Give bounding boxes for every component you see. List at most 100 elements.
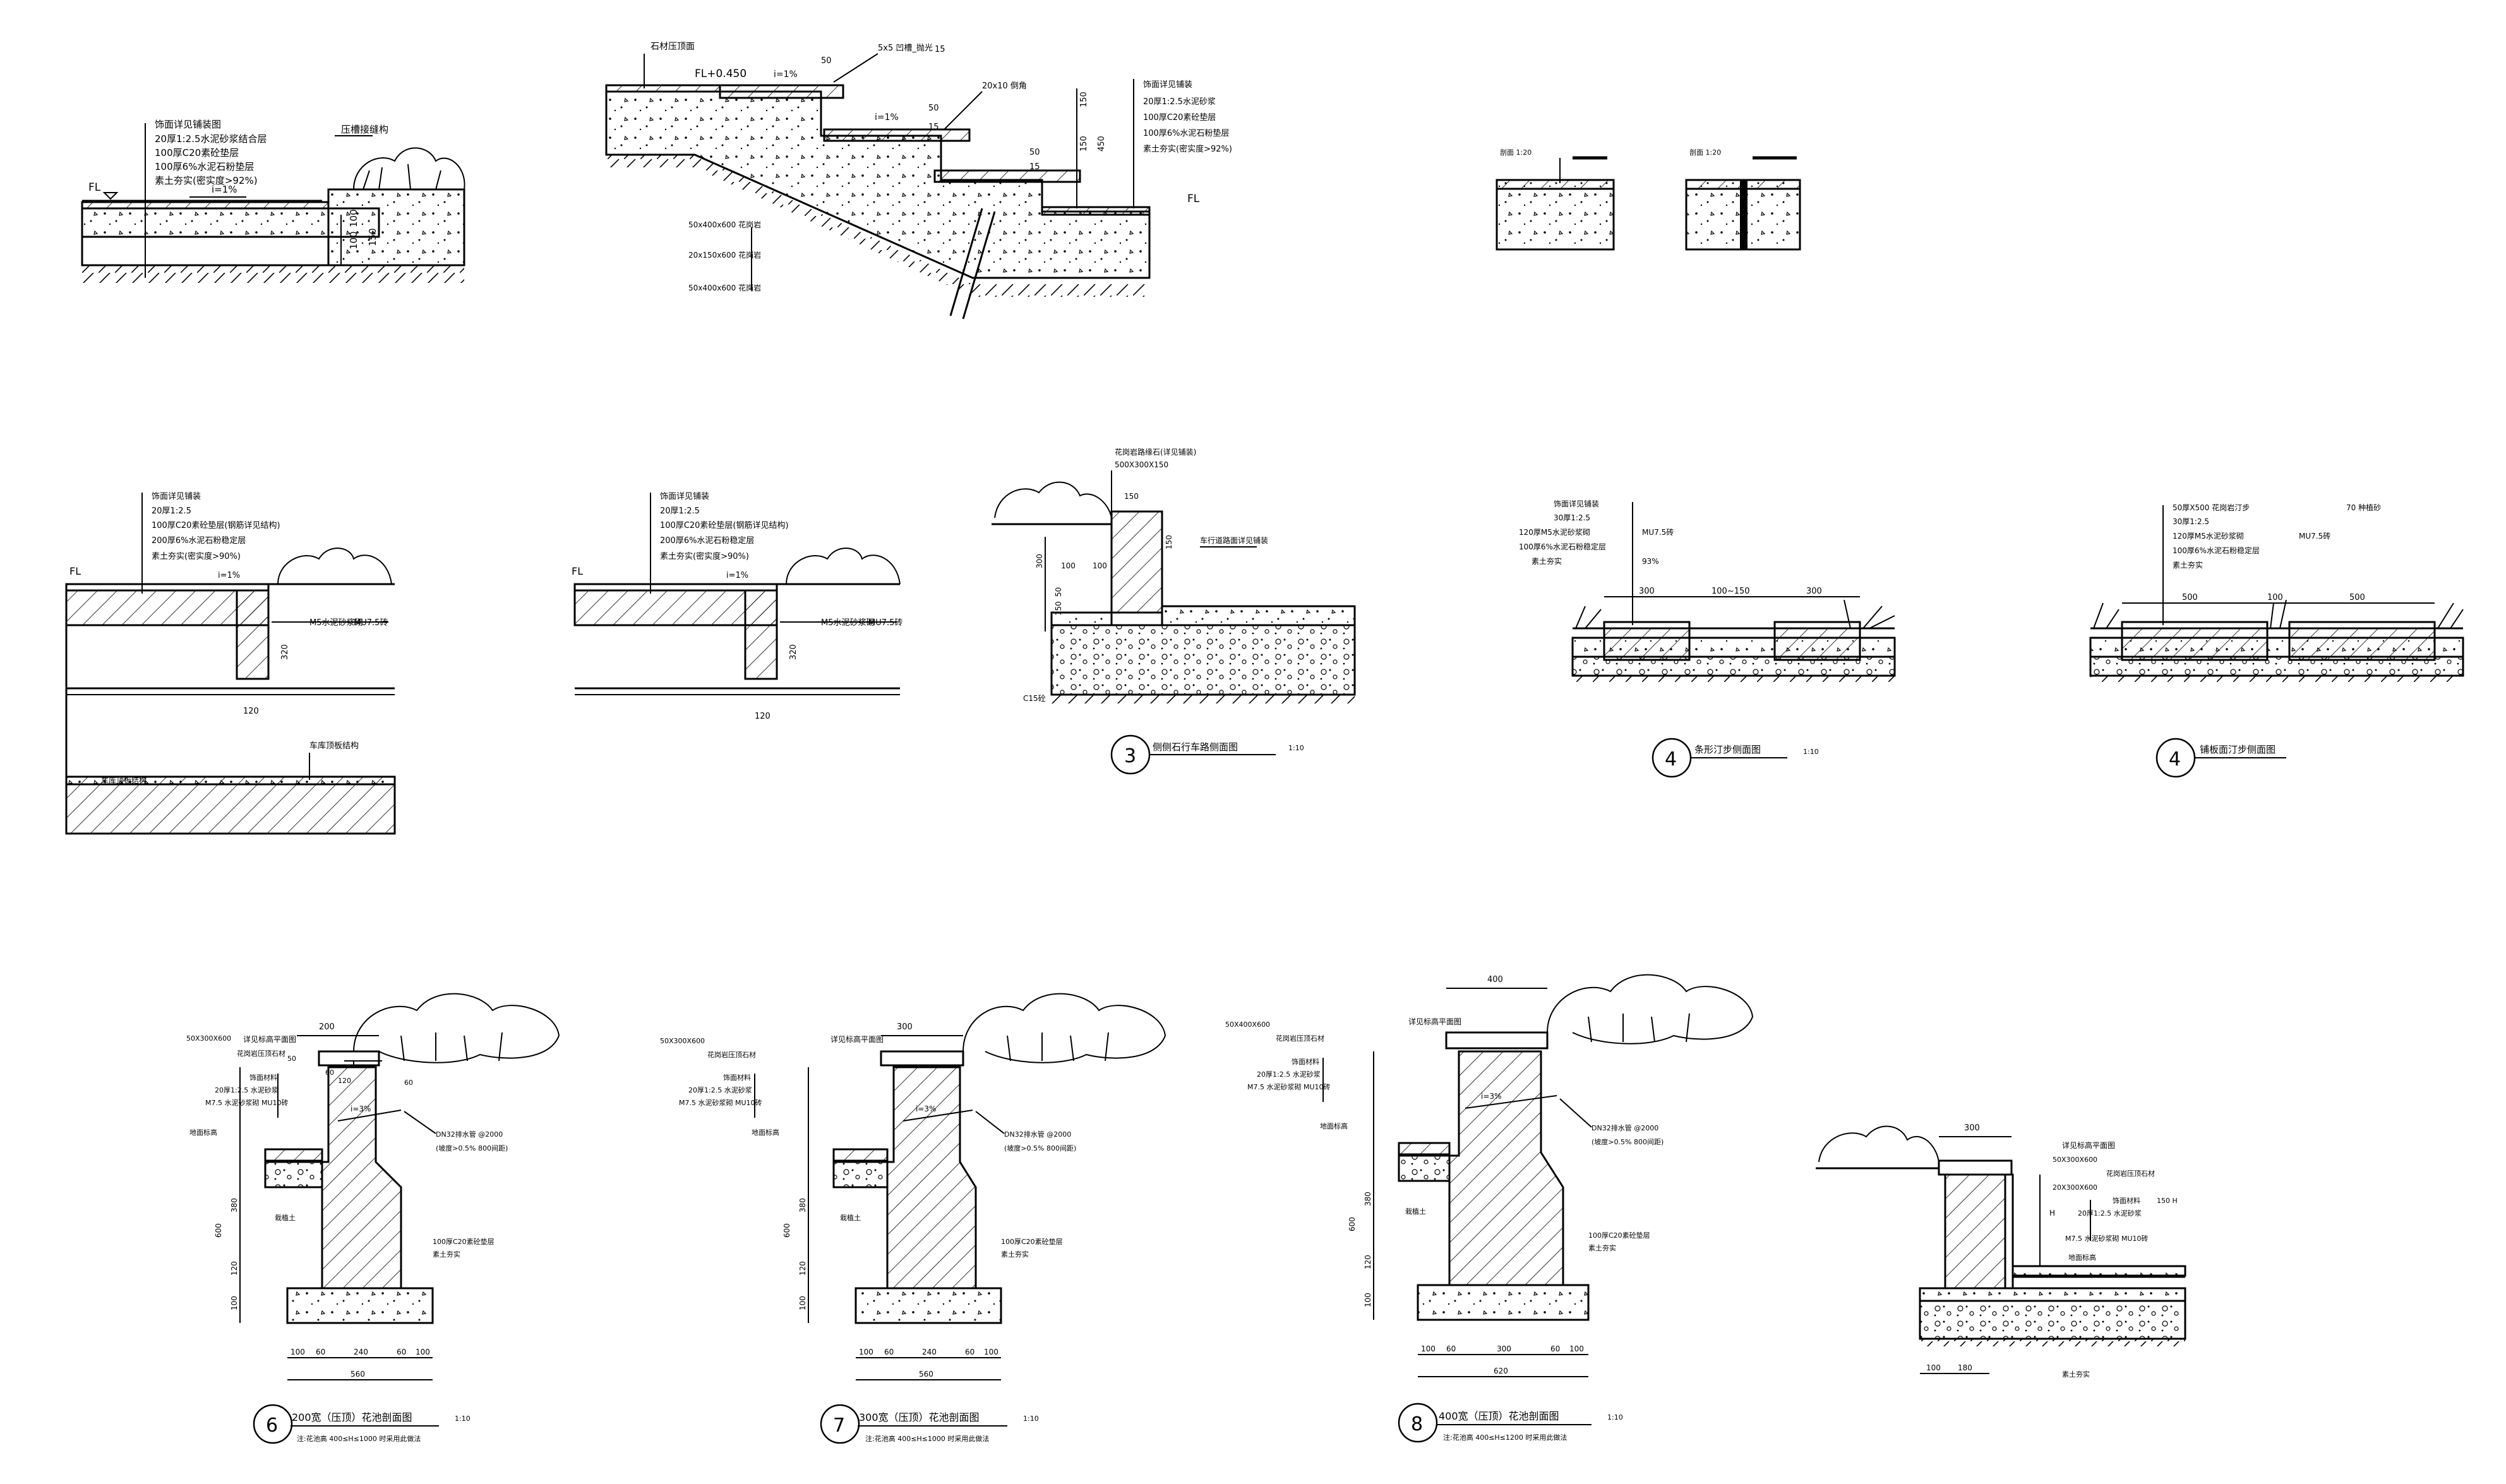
detail-stairs: 石材压顶面 FL+0.450 i=1% i=1% 50 15 5x5 凹槽_抛光… [605, 42, 1232, 320]
p6-soil: 栽植土 [275, 1213, 296, 1222]
dim-s2: 50 [1029, 148, 1040, 157]
r1-mu: MU7.5砖 [354, 618, 388, 628]
p8-db-4: 60 [1550, 1344, 1560, 1353]
s4b-dim-1: 500 [2182, 593, 2198, 602]
p7-total: 560 [919, 1370, 933, 1379]
detail-planter-300: 300 详见标高平面图 50X300X600 花岗岩压顶石材 饰面材料 20厚1… [660, 993, 1166, 1444]
s4a-note-5: 素土夯实 [1532, 556, 1562, 566]
p8-dim-v4: 100 [1364, 1293, 1372, 1307]
p6-dtop-4: 60 [404, 1079, 413, 1087]
s4b-note-4: 100厚6%水泥石粉稳定层 [2173, 546, 2260, 555]
p7-cap-note: 花岗岩压顶石材 [707, 1050, 756, 1059]
r2-dim-h: 120 [755, 712, 770, 721]
r2-note-5: 素土夯实(密实度>90%) [660, 551, 749, 561]
curb-dim-3: 100 [1093, 561, 1107, 570]
p7-db-1: 100 [859, 1348, 873, 1356]
dim-a: 100 [348, 231, 359, 249]
s4b-note-2: 30厚1:2.5 [2173, 517, 2209, 526]
p8-ground: 地面标高 [1320, 1122, 1348, 1130]
detail-stepping-strip: 饰面详见铺装 30厚1:2.5 120厚M5水泥砂浆砌 100厚6%水泥石粉稳定… [1519, 499, 1896, 778]
fl-label: FL [88, 181, 101, 194]
s4b-mu: MU7.5砖 [2299, 531, 2330, 541]
p8-scale: 1:10 [1607, 1413, 1623, 1421]
p8-num: 8 [1411, 1413, 1423, 1435]
r1-brick: M5水泥砂浆砌 [309, 618, 363, 628]
detail-curb: 花岗岩路缘石(详见铺装) 500X300X150 150 150 300 100… [992, 447, 1356, 775]
r1-note-2: 20厚1:2.5 [152, 506, 191, 516]
p8-db-1: 100 [1421, 1344, 1436, 1353]
r1-roof-note: 车库顶板结构 [309, 741, 359, 751]
r2-fl: FL [572, 565, 583, 577]
p6-db-4: 60 [397, 1348, 406, 1356]
detail-small-joints: 剖面 1:20 剖面 1:20 [1496, 148, 1801, 251]
p8-drain-2: (坡度>0.5% 800间距) [1592, 1137, 1664, 1146]
small-label-1: 剖面 1:20 [1500, 148, 1532, 157]
dim-r1: 150 [1079, 92, 1089, 107]
p6-db-1: 100 [291, 1348, 305, 1356]
dim-r3: 450 [1097, 136, 1106, 152]
p8-note-2: 20厚1:2.5 水泥砂浆 [1257, 1070, 1321, 1079]
p7-db-2: 60 [884, 1348, 894, 1356]
curb-num: 3 [1124, 745, 1136, 767]
p7-dim-v1: 380 [798, 1198, 807, 1212]
p9-note-1: 饰面材料 [2113, 1196, 2140, 1205]
p7-top: 300 [897, 1022, 913, 1032]
p8-drain: DN32排水管 @2000 [1592, 1123, 1658, 1132]
p7-ground: 地面标高 [752, 1128, 779, 1137]
p7-top-note: 详见标高平面图 [830, 1034, 884, 1044]
stair-top-note: 石材压顶面 [650, 42, 695, 52]
p6-note-2: 20厚1:2.5 水泥砂浆 [215, 1086, 279, 1094]
r2-note-3: 100厚C20素砼垫层(钢筋详见结构) [660, 520, 789, 530]
note-5: 素土夯实(密实度>92%) [155, 175, 258, 186]
p9-extra: 150 H [2157, 1197, 2178, 1205]
s4a-num: 4 [1665, 748, 1677, 770]
detail-stepping-slab: 50厚X500 花岗岩汀步 30厚1:2.5 120厚M5水泥砂浆砌 100厚6… [2089, 503, 2464, 778]
p6-db-5: 100 [416, 1348, 430, 1356]
p7-note-3: M7.5 水泥砂浆砌 MU10砖 [679, 1098, 762, 1107]
s4a-scale: 1:10 [1803, 748, 1819, 756]
p6-note-1: 饰面材料 [249, 1073, 277, 1082]
r1-fl: FL [69, 565, 81, 577]
stair-fl: FL [1187, 193, 1200, 205]
p8-dim-v1: 380 [1364, 1192, 1372, 1206]
p8-dim-v3: 120 [1364, 1255, 1372, 1269]
p7-note-2: 20厚1:2.5 水泥砂浆 [688, 1086, 752, 1094]
p6-dim-v1: 380 [230, 1198, 239, 1212]
r1-dim-v: 320 [280, 644, 290, 660]
curb-dim-2: 100 [1061, 561, 1076, 570]
p8-rnote-2: 素土夯实 [1588, 1243, 1616, 1252]
s4b-dim-3: 500 [2349, 593, 2365, 602]
r1-roof-note-2: 车库顶板结构 [101, 775, 147, 785]
p9-cap-note: 花岗岩压顶石材 [2106, 1169, 2155, 1178]
stair-note-2: 20厚1:2.5水泥砂浆 [1143, 97, 1216, 107]
p9-ground: 地面标高 [2068, 1253, 2096, 1262]
p7-title: 300宽（压顶）花池剖面图 [859, 1411, 980, 1423]
p8-note-3: M7.5 水泥砂浆砌 MU10砖 [1247, 1082, 1331, 1091]
curb-title: 侧侧石行车路侧面图 [1153, 741, 1238, 753]
r1-note-5: 素土夯实(密实度>90%) [152, 551, 241, 561]
dim-s1: 50 [928, 104, 939, 113]
curb-dim-top-1: 150 [1124, 492, 1139, 501]
p6-dim-v3: 120 [230, 1261, 239, 1276]
p6-db-2: 60 [316, 1348, 325, 1356]
p9-top: 300 [1964, 1123, 1980, 1133]
side-note: 压槽接缝构 [341, 124, 388, 135]
p7-cap: 50X300X600 [660, 1037, 705, 1045]
p6-dim-v2: 600 [214, 1223, 223, 1238]
curb-base: C15砼 [1023, 694, 1046, 703]
s4b-note-1: 50厚X500 花岗岩汀步 [2173, 503, 2250, 512]
stair-note-4: 100厚6%水泥石粉垫层 [1143, 128, 1229, 138]
s4b-note-3: 120厚M5水泥砂浆砌 [2173, 531, 2244, 541]
p7-dim-v2: 600 [782, 1223, 791, 1238]
p6-top-note: 详见标高平面图 [243, 1034, 296, 1044]
p8-db-2: 60 [1446, 1344, 1456, 1353]
r1-dim-h: 120 [243, 707, 259, 716]
fl-top: FL+0.450 [695, 68, 746, 80]
p8-slope: i=3% [1481, 1092, 1501, 1101]
stair-note-5: 素土夯实(密实度>92%) [1143, 144, 1232, 154]
slope-2: i=1% [875, 112, 899, 123]
detail-note: 5x5 凹槽_抛光 [878, 44, 933, 53]
curb-scale: 1:10 [1288, 744, 1304, 752]
r2-note-2: 20厚1:2.5 [660, 506, 700, 516]
p8-note-1: 饰面材料 [1292, 1057, 1319, 1066]
